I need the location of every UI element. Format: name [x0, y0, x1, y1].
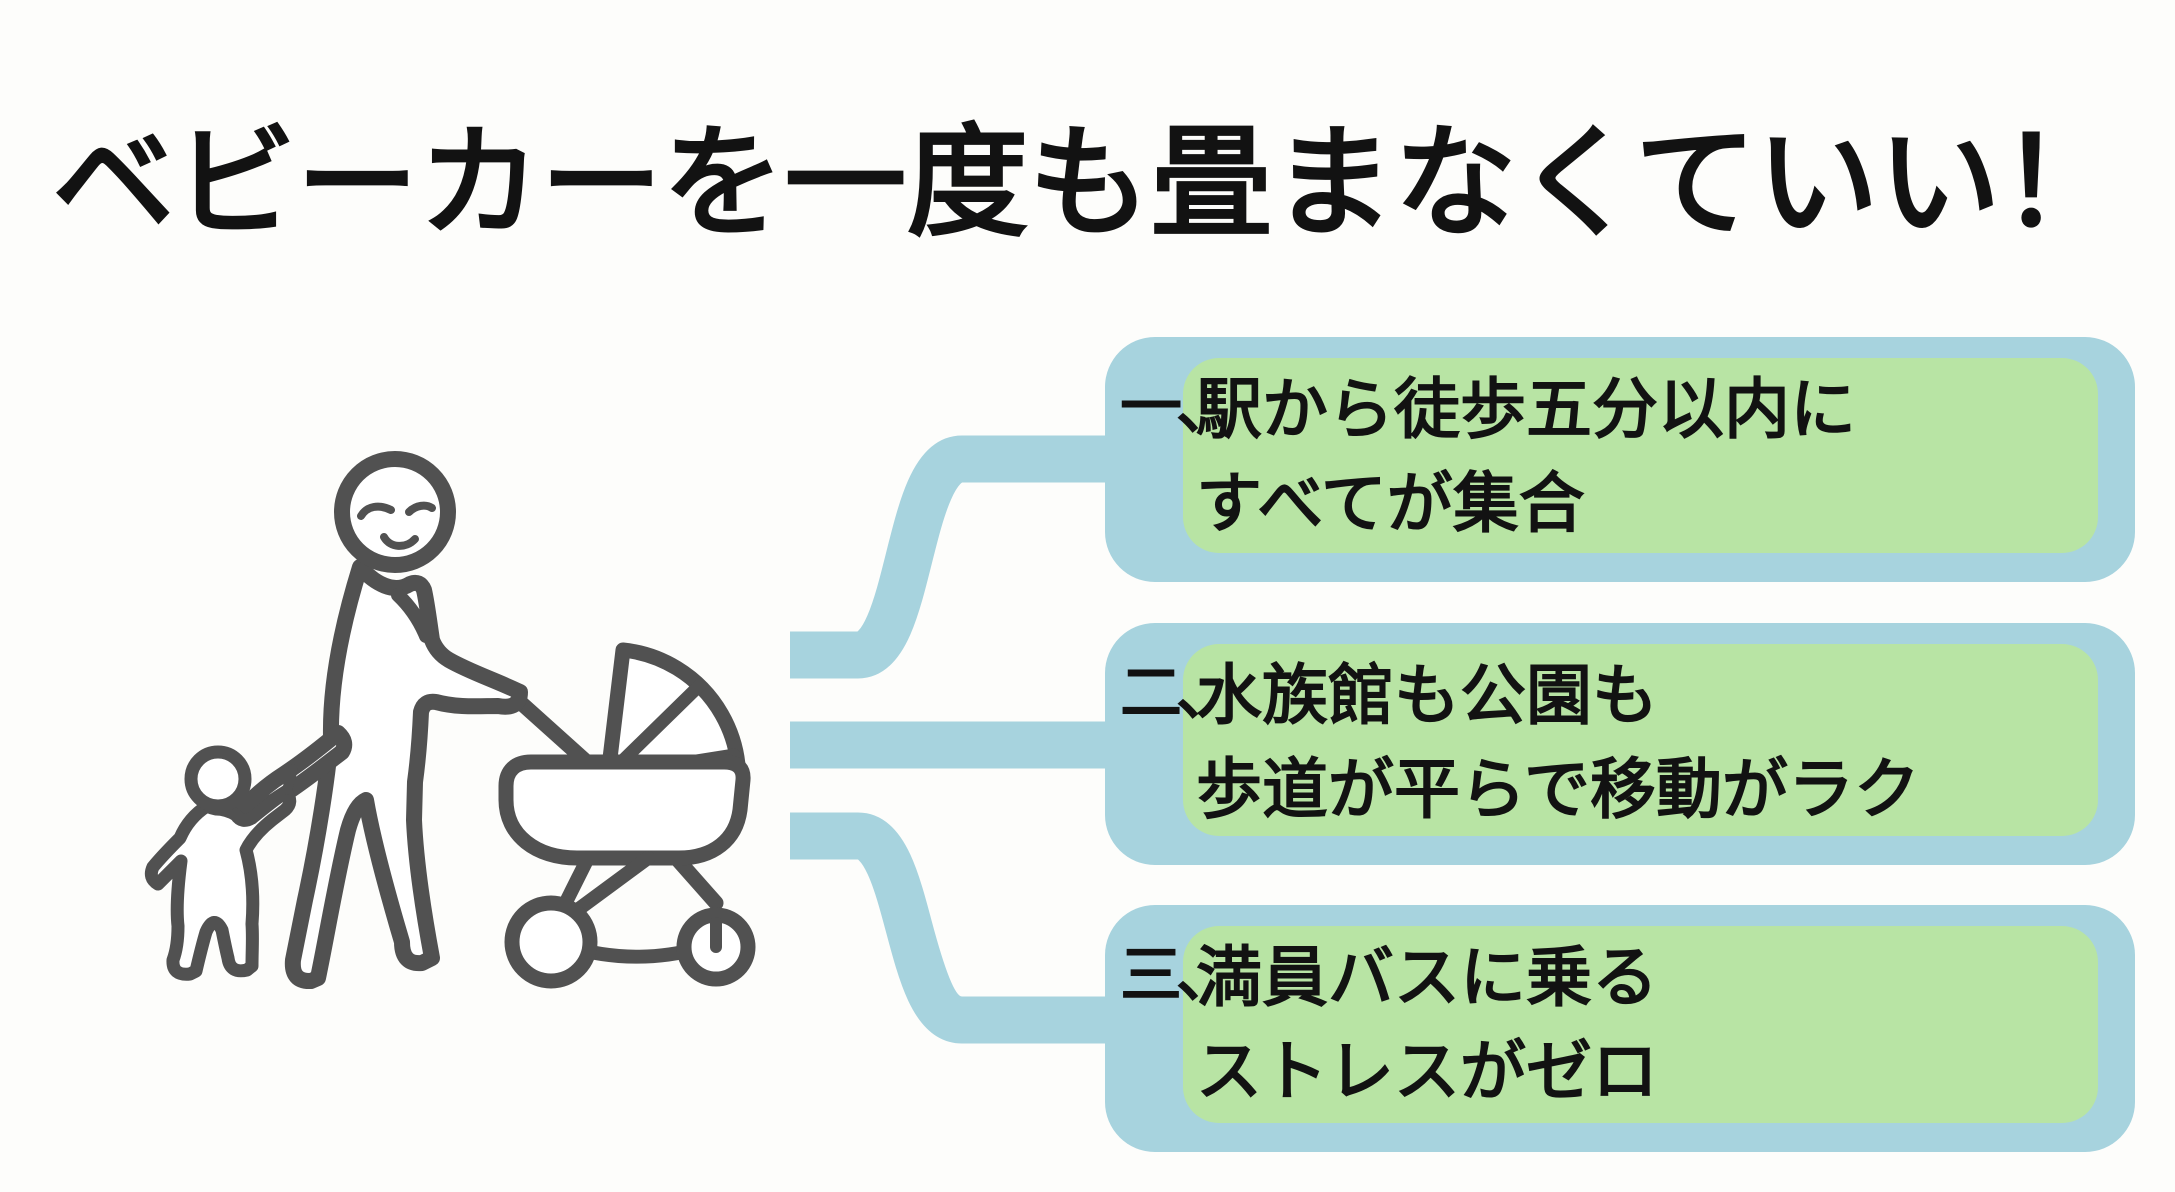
connector-lines [790, 435, 1160, 1044]
connector-line-3 [790, 812, 1160, 1044]
connector-line-1 [790, 435, 1160, 679]
benefit-highlight-1: 駅から徒歩五分以内に すべてが集合 [1183, 358, 2098, 553]
child-figure [144, 745, 298, 981]
stroller-rear-wheel [504, 895, 598, 989]
benefit-number-1: 一、 [1120, 373, 1238, 442]
page-title: ベビーカーを一度も畳まなくていい！ [52, 115, 2123, 251]
benefit-line: 水族館も公園も [1196, 658, 1658, 732]
stroller-icon-front [498, 642, 756, 989]
benefit-line: ストレスがゼロ [1196, 1034, 1658, 1108]
benefit-line: 歩道が平らで移動がラク [1196, 752, 1921, 826]
benefit-card-3: 三、 満員バスに乗る ストレスがゼロ [1105, 905, 2135, 1152]
parent-left-eye [357, 502, 395, 520]
holding-hands-line [282, 764, 298, 795]
parent-head [334, 451, 456, 573]
benefit-highlight-2: 水族館も公園も 歩道が平らで移動がラク [1183, 644, 2098, 836]
benefit-line: すべてが集合 [1196, 466, 1585, 540]
child-body [144, 785, 297, 981]
parent-body [284, 559, 528, 989]
stroller-bassinet [498, 754, 751, 866]
benefit-line: 満員バスに乗る [1196, 940, 1658, 1014]
benefit-card-2: 二、 水族館も公園も 歩道が平らで移動がラク [1105, 623, 2135, 865]
child-head [184, 745, 252, 813]
parent-armpit-line [391, 588, 433, 643]
parent-figure [234, 451, 528, 989]
parent-right-eye [405, 501, 436, 516]
benefit-line: 駅から徒歩五分以内に [1196, 372, 1856, 446]
benefit-card-1: 一、 駅から徒歩五分以内に すべてが集合 [1105, 337, 2135, 582]
benefit-highlight-3: 満員バスに乗る ストレスがゼロ [1183, 926, 2098, 1123]
parent-smile [380, 533, 419, 550]
benefit-number-3: 三、 [1120, 941, 1238, 1010]
benefit-number-2: 二、 [1120, 659, 1238, 728]
